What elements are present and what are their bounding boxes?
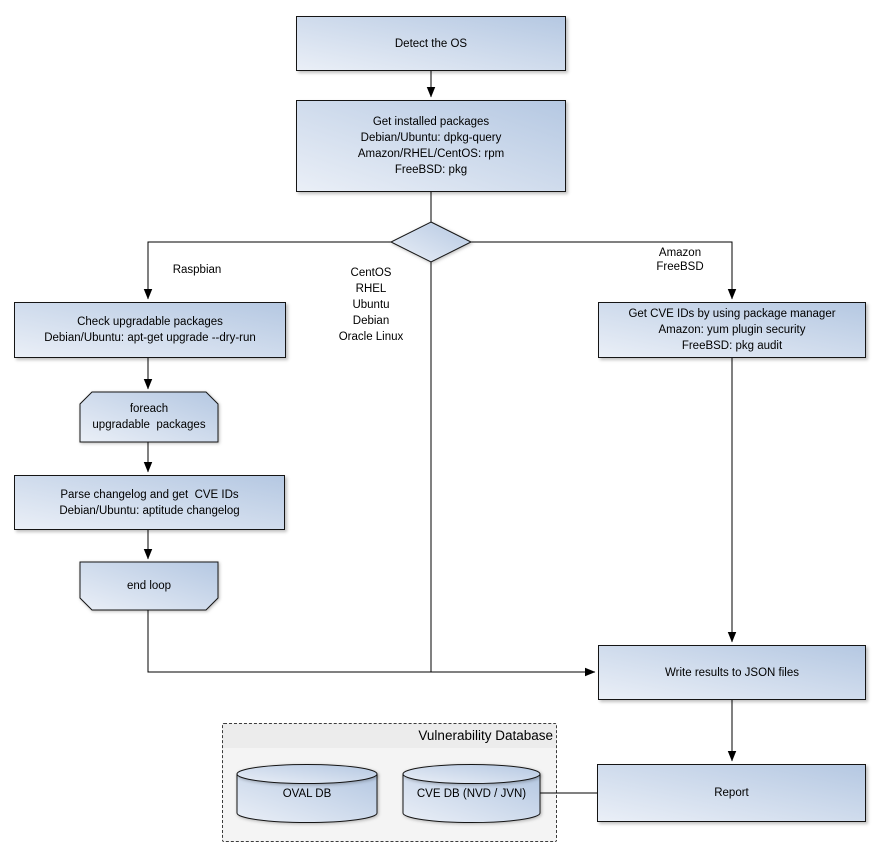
node-report: Report bbox=[597, 764, 866, 822]
node-text-line: Amazon: yum plugin security bbox=[658, 324, 806, 336]
branch-label-line: FreeBSD bbox=[656, 261, 704, 273]
branch-label-line: Debian bbox=[352, 315, 390, 327]
node-text-line: Check upgradable packages bbox=[77, 316, 223, 328]
branch-label-line: Raspbian bbox=[172, 264, 222, 276]
node-text-line: upgradable packages bbox=[92, 419, 206, 431]
node-write-results-json: Write results to JSON files bbox=[598, 645, 866, 700]
node-text-line: Parse changelog and get CVE IDs bbox=[60, 488, 239, 501]
foreach-loop-label: foreach upgradable packages bbox=[80, 392, 218, 442]
node-text-line: Get CVE IDs by using package manager bbox=[628, 308, 836, 320]
node-text-line: foreach bbox=[129, 403, 169, 415]
node-text-line: Debian/Ubuntu: aptitude changelog bbox=[59, 504, 240, 517]
node-text-line: Detect the OS bbox=[394, 37, 468, 50]
oval-db-label: OVAL DB bbox=[237, 776, 377, 812]
edge-endloop-to-write-results bbox=[147, 610, 596, 677]
branch-label-line: CentOS bbox=[350, 267, 392, 279]
node-text-line: end loop bbox=[126, 580, 172, 592]
node-text-line: Amazon/RHEL/CentOS: rpm bbox=[357, 148, 505, 160]
branch-label-line: RHEL bbox=[355, 283, 387, 295]
node-get-installed-packages: Get installed packages Debian/Ubuntu: dp… bbox=[296, 100, 566, 192]
branch-label-line: Oracle Linux bbox=[338, 331, 404, 343]
branch-label-line: Ubuntu bbox=[352, 299, 390, 311]
node-text-line: Report bbox=[714, 787, 749, 799]
branch-label-center-os-list: CentOS RHEL Ubuntu Debian Oracle Linux bbox=[321, 265, 421, 345]
node-check-upgradable-packages: Check upgradable packages Debian/Ubuntu:… bbox=[14, 302, 286, 358]
node-text-line: FreeBSD: pkg audit bbox=[681, 340, 783, 352]
end-loop-label: end loop bbox=[80, 562, 218, 610]
node-text-line: FreeBSD: pkg bbox=[394, 164, 468, 176]
cve-db-label: CVE DB (NVD / JVN) bbox=[403, 776, 540, 812]
node-text-line: Debian/Ubuntu: apt-get upgrade --dry-run bbox=[44, 332, 256, 344]
branch-label-line: Amazon bbox=[658, 247, 702, 259]
node-parse-changelog: Parse changelog and get CVE IDs Debian/U… bbox=[14, 475, 285, 530]
node-detect-os: Detect the OS bbox=[296, 16, 566, 71]
branch-label-raspbian: Raspbian bbox=[147, 262, 247, 278]
vulnerability-database-title: Vulnerability Database bbox=[223, 724, 556, 748]
node-text-line: CVE DB (NVD / JVN) bbox=[416, 788, 527, 800]
os-decision-diamond bbox=[389, 221, 473, 263]
node-text-line: Get installed packages bbox=[372, 116, 490, 128]
node-text-line: Debian/Ubuntu: dpkg-query bbox=[360, 132, 502, 144]
node-text-line: Write results to JSON files bbox=[665, 666, 799, 679]
node-text-line: OVAL DB bbox=[282, 788, 332, 800]
node-get-cve-ids: Get CVE IDs by using package manager Ama… bbox=[598, 302, 866, 358]
branch-label-amazon-freebsd: Amazon FreeBSD bbox=[630, 246, 730, 274]
